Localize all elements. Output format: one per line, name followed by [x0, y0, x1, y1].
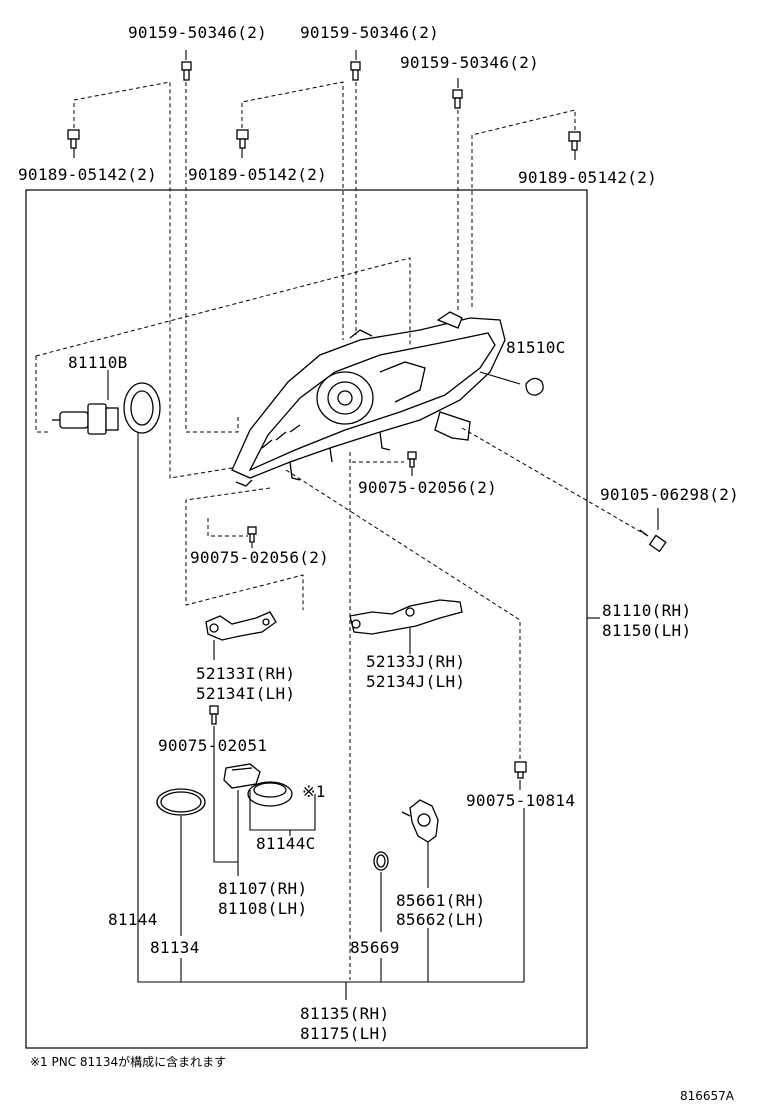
reflector-cap-icon [525, 377, 544, 396]
label-screw-b-left: 90189-05142(2) [18, 165, 157, 184]
label-screw-b-mid: 90189-05142(2) [188, 165, 327, 184]
label-bracket-j-lh: 52134J(LH) [366, 672, 465, 691]
label-screw-a-top-right: 90159-50346(2) [400, 53, 539, 72]
label-bracket-j-rh: 52133J(RH) [366, 652, 465, 671]
label-screw-a-top-left: 90159-50346(2) [128, 23, 267, 42]
assembly-frame [25, 189, 588, 1049]
cover-icon [247, 781, 293, 807]
label-screw-b-right: 90189-05142(2) [518, 168, 657, 187]
screw-icon [452, 89, 463, 109]
label-reflector-cap: 81510C [506, 338, 566, 357]
label-screw-c-left: 90075-02056(2) [190, 548, 329, 567]
screw-icon [181, 61, 192, 81]
label-assy-rh: 81110(RH) [602, 601, 691, 620]
leveling-actuator-icon [401, 799, 439, 843]
screw-icon [247, 526, 257, 543]
gasket-ring-icon [156, 788, 206, 816]
headlamp-housing [231, 311, 506, 487]
bulb-socket-ring-icon [123, 382, 161, 434]
label-note-mark: ※1 [302, 782, 326, 801]
screw-icon [568, 131, 581, 151]
screw-icon [407, 451, 417, 468]
label-actuator-lh: 85662(LH) [396, 910, 485, 929]
label-unit-rh: 81135(RH) [300, 1004, 389, 1023]
o-ring-icon [373, 851, 389, 871]
drawing-id: 816657A [680, 1089, 735, 1103]
footnote: ※1 PNC 81134が構成に含まれます [30, 1054, 226, 1069]
label-screw-d: 90075-02051 [158, 736, 267, 755]
label-screw-c-center: 90075-02056(2) [358, 478, 497, 497]
bracket-j-icon [349, 599, 463, 635]
light-control-computer-icon [223, 763, 261, 789]
label-bracket-i-lh: 52134I(LH) [196, 684, 295, 703]
label-computer-lh: 81108(LH) [218, 899, 307, 918]
label-bolt-right: 90105-06298(2) [600, 485, 739, 504]
bulb-icon [52, 403, 119, 435]
label-actuator-rh: 85661(RH) [396, 891, 485, 910]
screw-icon [350, 61, 361, 81]
label-screw-e: 90075-10814 [466, 791, 575, 810]
screw-icon [514, 761, 527, 779]
screw-icon [67, 129, 80, 149]
screw-icon [236, 129, 249, 149]
bracket-i-icon [205, 611, 277, 641]
label-screw-a-top-mid: 90159-50346(2) [300, 23, 439, 42]
label-gasket: 81134 [150, 938, 200, 957]
label-bracket-i-rh: 52133I(RH) [196, 664, 295, 683]
label-assy-lh: 81150(LH) [602, 621, 691, 640]
label-bulb: 81110B [68, 353, 128, 372]
bolt-icon [639, 529, 667, 553]
screw-icon [209, 705, 219, 725]
label-ring: 81144 [108, 910, 158, 929]
label-computer-rh: 81107(RH) [218, 879, 307, 898]
label-oring: 85669 [350, 938, 400, 957]
label-unit-lh: 81175(LH) [300, 1024, 389, 1043]
label-cover: 81144C [256, 834, 316, 853]
